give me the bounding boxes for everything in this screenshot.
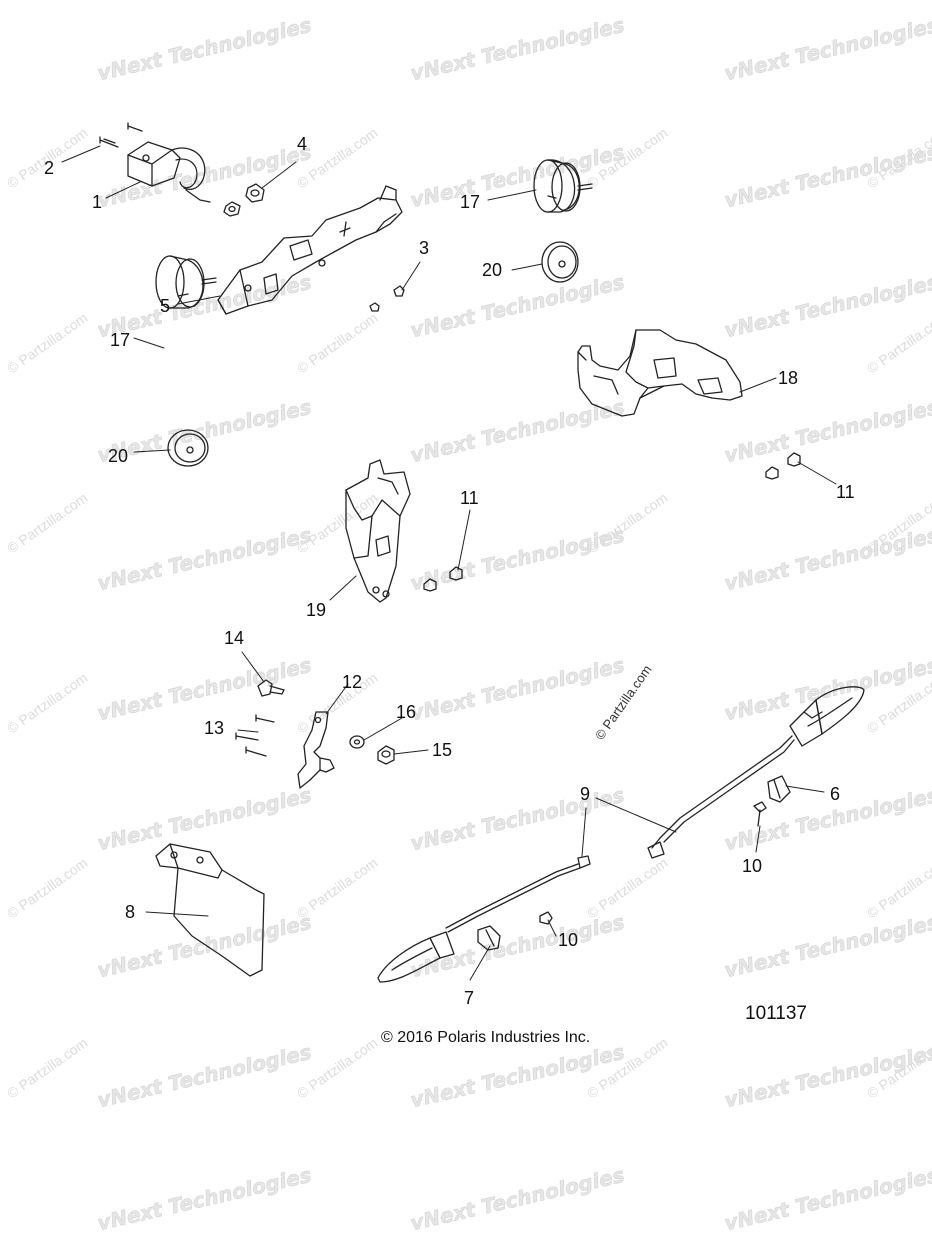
reflector-part-17-upper bbox=[533, 159, 593, 213]
leader-lines bbox=[61, 145, 837, 981]
callout-10-right: 10 bbox=[742, 856, 763, 876]
callout-3: 3 bbox=[419, 238, 430, 258]
switch-housing-part-1 bbox=[127, 141, 211, 203]
callout-11-right: 11 bbox=[836, 482, 855, 502]
callout-5: 5 bbox=[160, 296, 171, 316]
callout-16: 16 bbox=[396, 702, 417, 722]
bolt-cap-part-6 bbox=[767, 775, 791, 803]
nut-part-11-middle bbox=[423, 566, 463, 592]
bracket-part-19 bbox=[345, 459, 411, 603]
nut-part-4 bbox=[223, 183, 265, 217]
screw-part-10-lower bbox=[539, 911, 553, 925]
callout-20-upper: 20 bbox=[482, 260, 503, 280]
diagram-number: 101137 bbox=[745, 1003, 807, 1024]
callout-10-lower: 10 bbox=[558, 930, 579, 950]
callout-8: 8 bbox=[125, 902, 136, 922]
screw-part-2 bbox=[99, 122, 143, 148]
turn-signal-part-9-upper bbox=[647, 686, 865, 859]
turn-signal-part-9-lower bbox=[377, 855, 591, 983]
callout-9: 9 bbox=[580, 784, 591, 804]
callout-19: 19 bbox=[306, 600, 327, 620]
bolt-part-14 bbox=[257, 679, 285, 697]
bracket-part-18 bbox=[577, 329, 743, 417]
callout-4: 4 bbox=[297, 134, 308, 154]
washer-part-16 bbox=[349, 735, 365, 749]
screw-part-13 bbox=[235, 714, 275, 757]
callout-1: 1 bbox=[92, 192, 103, 212]
callout-14: 14 bbox=[224, 628, 245, 648]
callout-17-lower: 17 bbox=[110, 330, 131, 350]
callout-7: 7 bbox=[464, 988, 475, 1008]
nut-part-15 bbox=[377, 745, 395, 765]
callout-18: 18 bbox=[778, 368, 799, 388]
bracket-part-5 bbox=[217, 185, 403, 315]
plate-bracket-part-8 bbox=[155, 843, 265, 977]
bolt-cap-part-7 bbox=[477, 925, 501, 951]
callout-2: 2 bbox=[44, 158, 55, 178]
parts-diagram bbox=[61, 122, 865, 983]
nut-part-3 bbox=[369, 285, 405, 312]
callout-11-middle: 11 bbox=[460, 488, 479, 508]
callout-12: 12 bbox=[342, 672, 363, 692]
copyright-text: © 2016 Polaris Industries Inc. bbox=[381, 1029, 591, 1046]
callout-15: 15 bbox=[432, 740, 453, 760]
callout-6: 6 bbox=[830, 784, 841, 804]
nut-part-11-right bbox=[765, 452, 801, 480]
callout-20-lower: 20 bbox=[108, 446, 129, 466]
bracket-part-12 bbox=[297, 711, 335, 789]
reflector-part-20-lower bbox=[167, 429, 209, 467]
callout-17-upper: 17 bbox=[460, 192, 481, 212]
reflector-part-20-upper bbox=[541, 241, 579, 283]
reflector-part-17-lower bbox=[155, 255, 217, 309]
screw-part-10-right bbox=[753, 801, 767, 827]
callout-13: 13 bbox=[204, 718, 225, 738]
